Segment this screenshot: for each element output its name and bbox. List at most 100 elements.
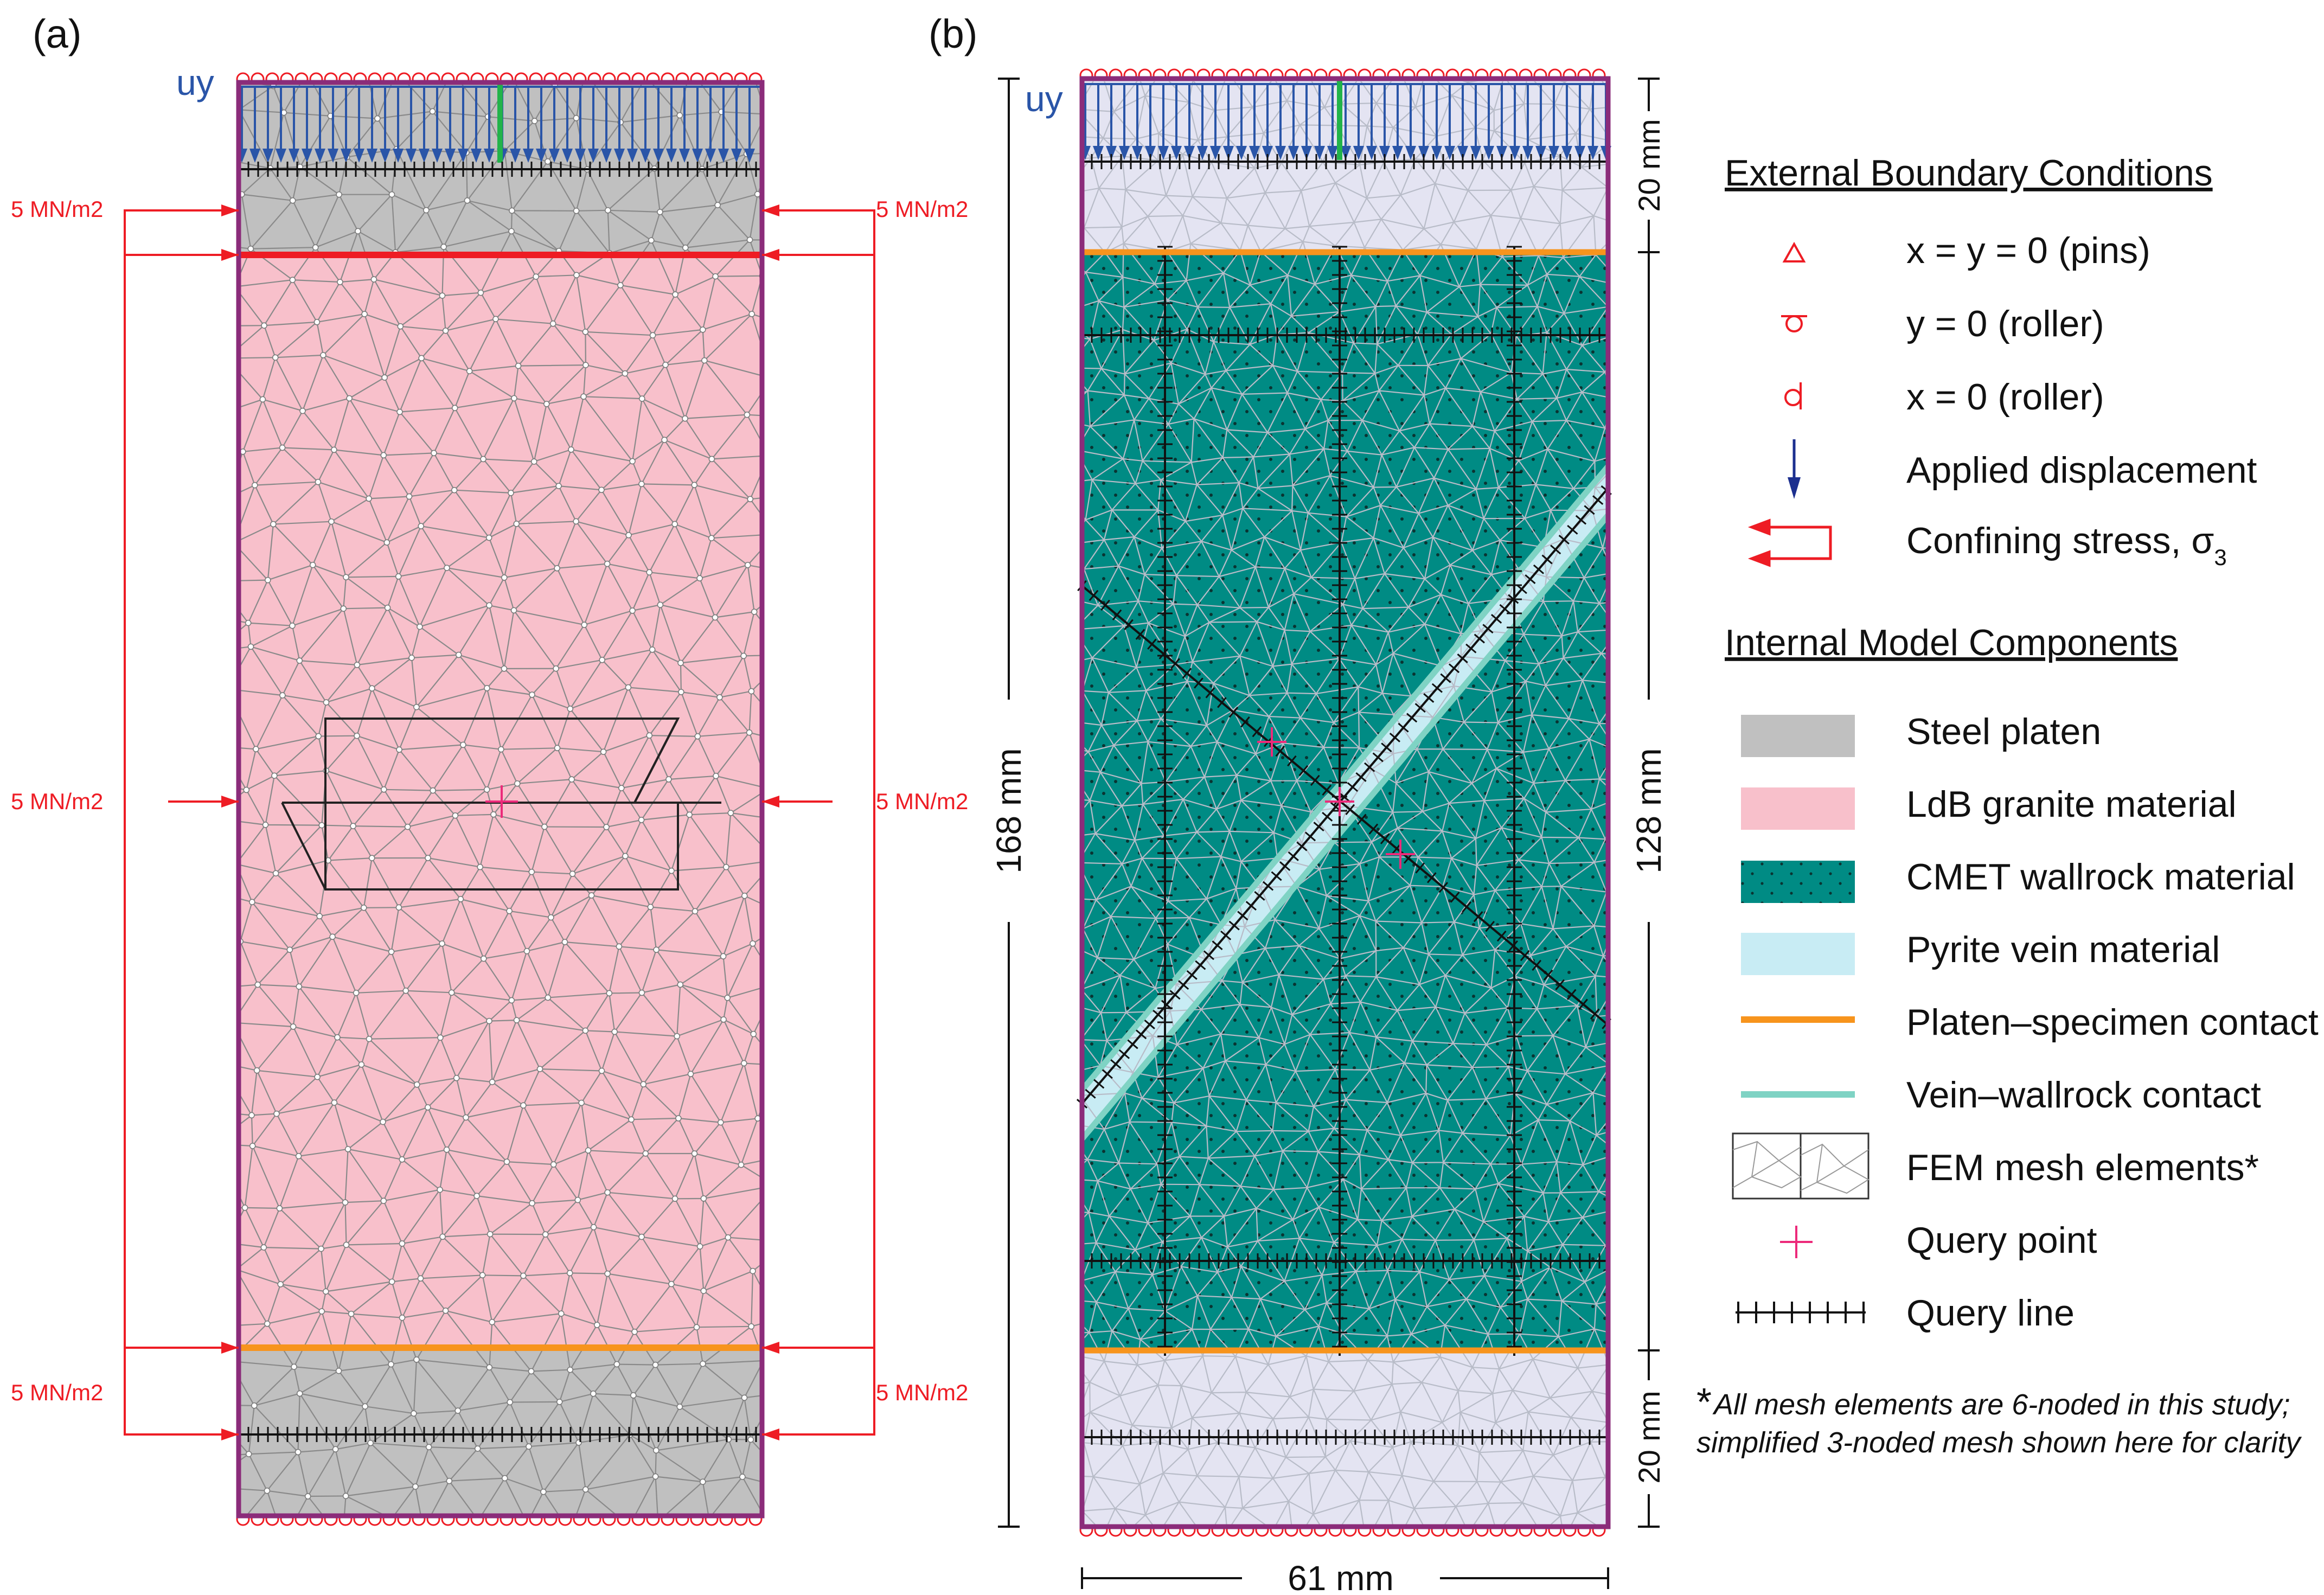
displacement-arrowhead bbox=[1210, 146, 1221, 160]
mesh-node bbox=[713, 773, 719, 779]
mesh-node bbox=[486, 1231, 494, 1238]
mesh-node bbox=[613, 1361, 620, 1368]
mesh-node bbox=[573, 208, 580, 214]
mesh-node bbox=[358, 1061, 365, 1068]
legend-external-title: External Boundary Conditions bbox=[1725, 152, 2213, 194]
mesh-node bbox=[750, 940, 756, 947]
mesh-node bbox=[795, 1488, 801, 1494]
mesh-node bbox=[411, 1410, 417, 1417]
mesh-node bbox=[315, 478, 322, 485]
mesh-node bbox=[457, 896, 464, 902]
displacement-arrowhead bbox=[1288, 146, 1299, 160]
mesh-node bbox=[508, 490, 514, 496]
mesh-node bbox=[329, 933, 336, 940]
mesh-node bbox=[313, 319, 321, 325]
displacement-arrowhead bbox=[315, 149, 325, 163]
mesh-node bbox=[540, 1488, 547, 1495]
displacement-arrowhead bbox=[1197, 146, 1208, 160]
mesh-node bbox=[336, 191, 342, 198]
mesh-node bbox=[414, 1081, 420, 1088]
displacement-arrowhead bbox=[1184, 146, 1195, 160]
mesh-node bbox=[541, 823, 548, 830]
mesh-node bbox=[623, 31, 628, 37]
panel-a-model-boundary bbox=[236, 80, 765, 1519]
mesh-node bbox=[600, 748, 607, 755]
mesh-node bbox=[295, 1153, 302, 1160]
displacement-arrowhead bbox=[1327, 146, 1338, 160]
mesh-node bbox=[442, 1308, 449, 1314]
mesh-node bbox=[649, 646, 656, 653]
mesh-node bbox=[254, 981, 261, 988]
mesh-node bbox=[230, 1020, 235, 1026]
displacement-arrowhead bbox=[1431, 146, 1442, 160]
mesh-node bbox=[693, 1324, 700, 1330]
mesh-node bbox=[314, 1073, 321, 1080]
mesh-node bbox=[513, 1017, 520, 1023]
mesh-node bbox=[264, 1487, 271, 1494]
mesh-node bbox=[550, 1161, 557, 1168]
mesh-node bbox=[315, 733, 322, 740]
displacement-arrowhead bbox=[406, 149, 417, 163]
mesh-node bbox=[402, 988, 409, 994]
mesh-node bbox=[520, 1272, 527, 1279]
mesh-node bbox=[727, 810, 734, 816]
mesh-node bbox=[773, 531, 778, 537]
legend-internal-title: Internal Model Components bbox=[1725, 622, 2178, 663]
mesh-node bbox=[498, 746, 504, 753]
mesh-node bbox=[331, 1099, 338, 1106]
displacement-arrowhead bbox=[432, 149, 443, 163]
mesh-node bbox=[668, 1280, 675, 1287]
mesh-node bbox=[328, 518, 335, 525]
mesh-node bbox=[289, 197, 296, 204]
mesh-node bbox=[594, 1322, 600, 1328]
mesh-node bbox=[625, 531, 632, 539]
mesh-node bbox=[786, 652, 791, 657]
confining-stress-icon bbox=[1747, 518, 1832, 567]
mesh-node bbox=[455, 651, 462, 658]
mesh-node bbox=[203, 416, 208, 421]
mesh-node bbox=[417, 623, 423, 630]
mesh-node bbox=[708, 535, 715, 541]
mesh-node bbox=[720, 953, 727, 960]
displacement-arrowhead bbox=[419, 149, 430, 163]
mesh-node bbox=[676, 112, 683, 119]
mesh-node bbox=[364, 69, 369, 75]
mesh-node bbox=[279, 692, 286, 699]
mesh-node bbox=[515, 362, 522, 369]
mesh-node bbox=[618, 785, 625, 791]
mesh-node bbox=[340, 605, 347, 612]
mesh-node bbox=[408, 655, 415, 661]
mesh-node bbox=[492, 316, 499, 323]
confining-arrowhead bbox=[762, 204, 779, 216]
granite-swatch bbox=[1741, 787, 1855, 830]
mesh-node bbox=[581, 622, 588, 628]
mesh-node bbox=[388, 191, 395, 198]
mesh-node bbox=[443, 1146, 450, 1153]
mesh-node bbox=[578, 1099, 585, 1106]
displacement-arrowhead bbox=[1496, 146, 1507, 160]
mesh-node bbox=[741, 1394, 748, 1401]
mesh-edges bbox=[239, 81, 762, 1516]
mesh-node bbox=[501, 574, 508, 581]
mesh-node bbox=[646, 732, 653, 739]
panel-b-total-height-label: 168 mm bbox=[989, 748, 1028, 873]
mesh-node bbox=[323, 1288, 329, 1295]
query-line-ticks bbox=[1157, 246, 1173, 1348]
panel-a-confining-label-4: 5 MN/m2 bbox=[876, 789, 968, 814]
legend-wallrock-label: CMET wallrock material bbox=[1906, 856, 2295, 898]
mesh-node bbox=[289, 277, 296, 283]
mesh-node bbox=[575, 21, 581, 27]
mesh-node bbox=[649, 332, 656, 338]
displacement-arrowhead bbox=[1522, 146, 1533, 160]
mesh-node bbox=[501, 665, 508, 672]
mesh-node bbox=[448, 989, 455, 996]
mesh-node bbox=[196, 779, 202, 784]
mesh-node bbox=[646, 569, 652, 575]
displacement-arrowhead bbox=[536, 149, 547, 163]
panel-a-uy-label: uy bbox=[176, 62, 214, 103]
mesh-node bbox=[437, 1186, 443, 1193]
mesh-node bbox=[543, 401, 550, 407]
mesh-node bbox=[272, 354, 279, 361]
confining-arrowhead bbox=[221, 796, 239, 808]
mesh-node bbox=[177, 186, 183, 191]
